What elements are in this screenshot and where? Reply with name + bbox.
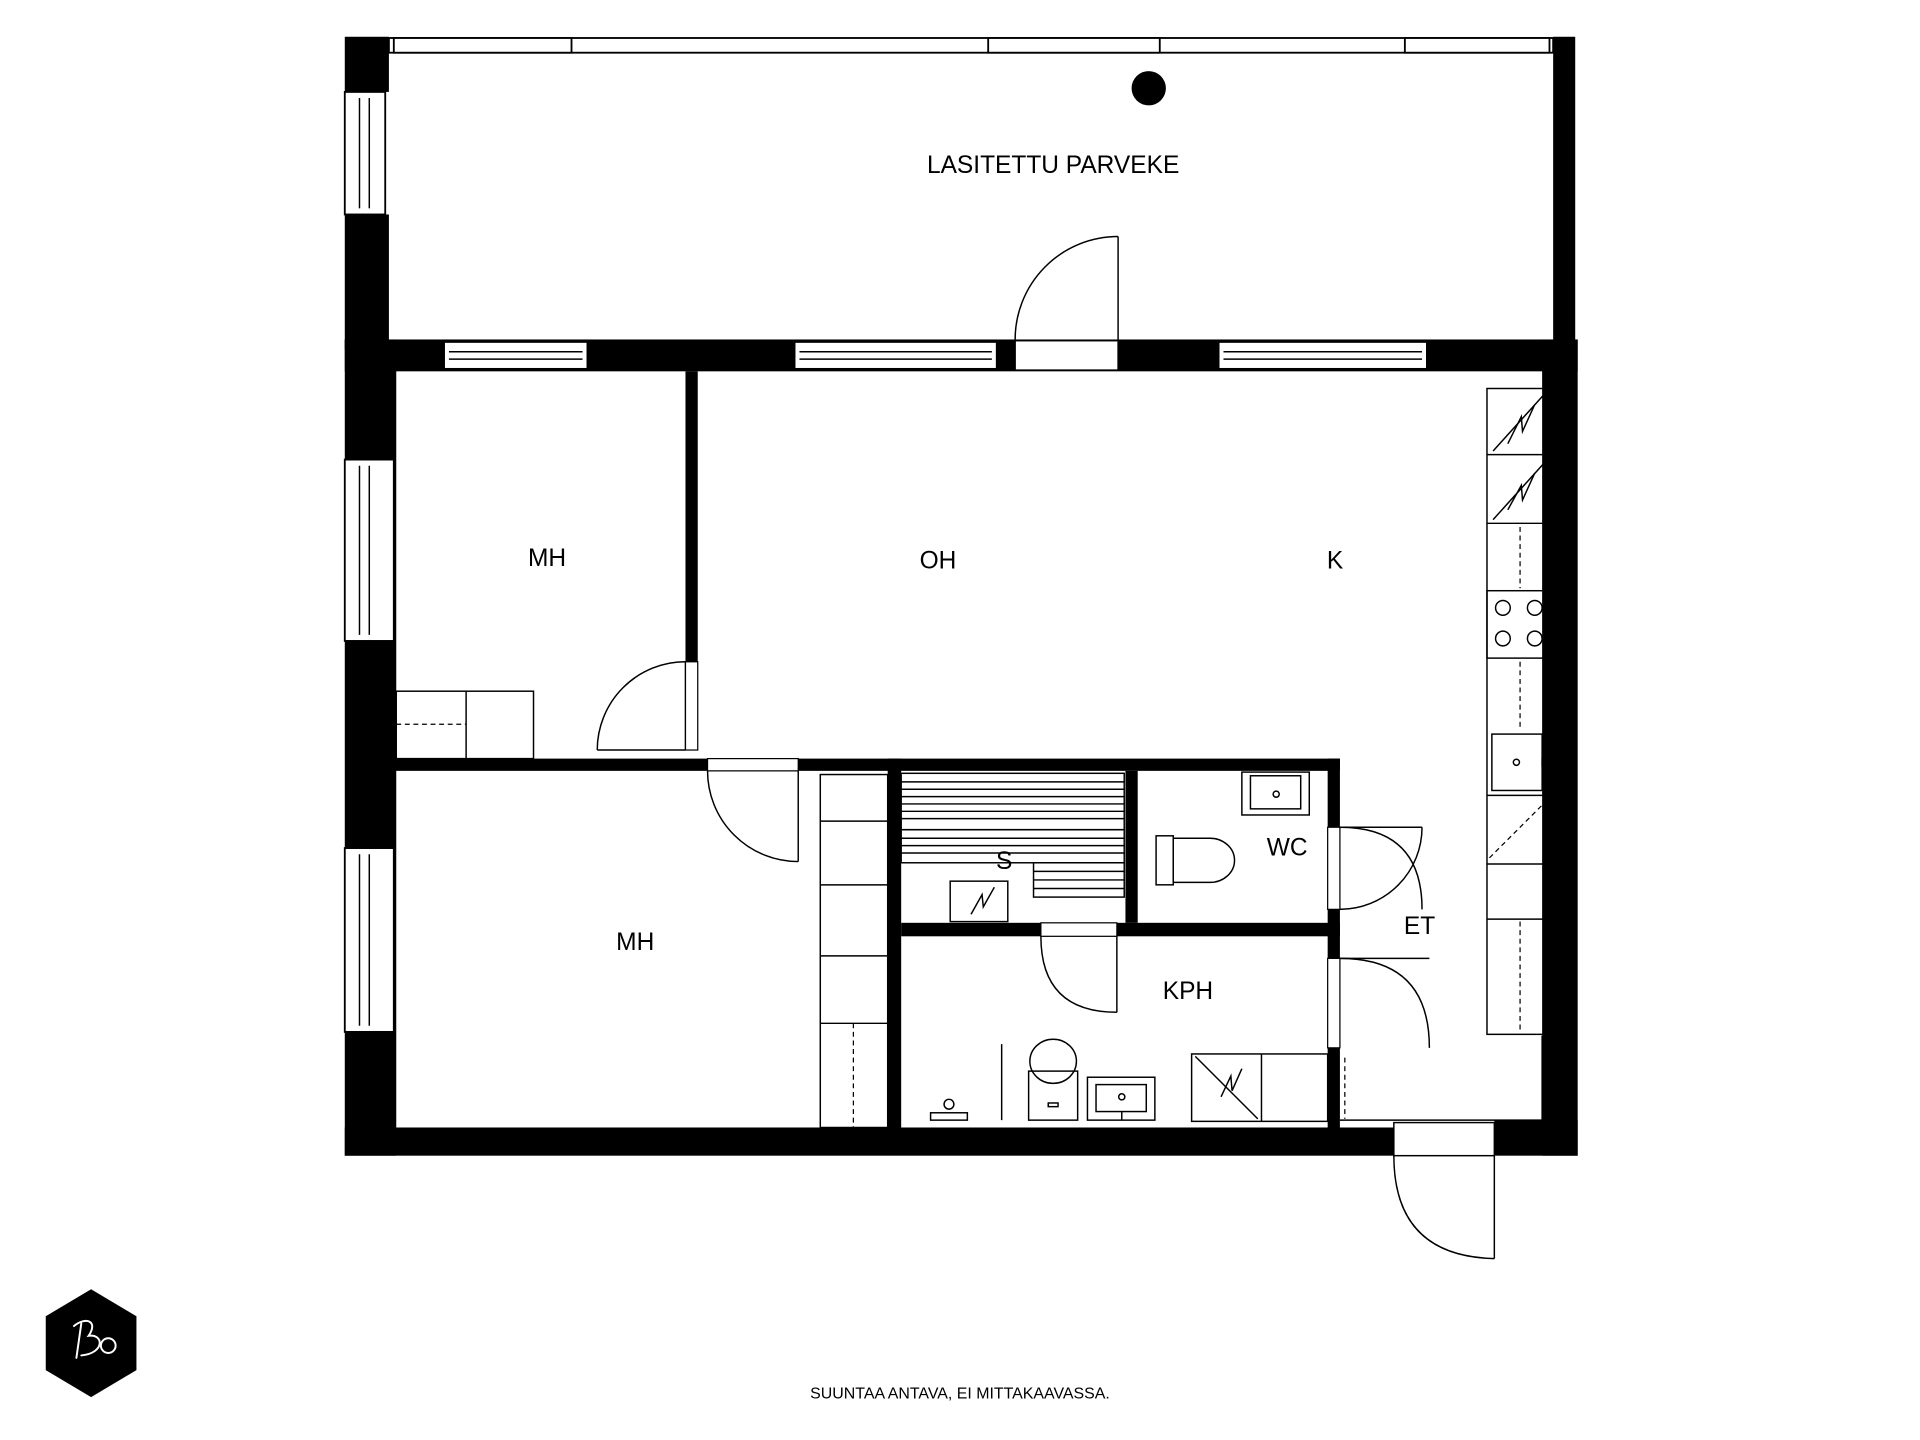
room-label-bedroom-bottom: MH bbox=[616, 929, 654, 956]
bedroom-bottom-door bbox=[706, 757, 799, 863]
bathroom-sink bbox=[1086, 1076, 1156, 1121]
bedroom-bottom-closet bbox=[819, 773, 889, 1129]
wc-door bbox=[1327, 826, 1423, 911]
wc-toilet bbox=[1155, 835, 1236, 886]
bedroom-top-door bbox=[596, 661, 699, 751]
room-label-bathroom: KPH bbox=[1163, 978, 1213, 1005]
brand-logo bbox=[45, 1289, 137, 1398]
kitchen-counter bbox=[1486, 387, 1553, 1036]
bedroom-top-closet bbox=[395, 690, 535, 760]
balcony-walls bbox=[343, 36, 1576, 350]
exterior-walls bbox=[344, 339, 1578, 1156]
balcony-column bbox=[1131, 71, 1166, 106]
shower bbox=[929, 1044, 1003, 1121]
room-label-sauna: S bbox=[996, 848, 1012, 875]
wc-sink bbox=[1241, 771, 1311, 816]
bathroom-sauna-door bbox=[1040, 922, 1118, 1014]
room-label-kitchen: K bbox=[1327, 548, 1344, 575]
sauna-benches bbox=[900, 772, 1125, 898]
room-label-toilet: WC bbox=[1267, 834, 1308, 861]
bedroom-windows bbox=[343, 458, 395, 1033]
bathroom-cabinet bbox=[1190, 1053, 1346, 1123]
room-label-living-room: OH bbox=[920, 548, 957, 575]
interior-walls bbox=[393, 371, 1340, 1130]
living-windows bbox=[443, 339, 1428, 371]
hallway-outline bbox=[1339, 1035, 1543, 1121]
bathroom-door bbox=[1327, 957, 1431, 1049]
bathroom-toilet bbox=[1027, 1038, 1079, 1121]
disclaimer-text: SUUNTAA ANTAVA, EI MITTAKAAVASSA. bbox=[810, 1385, 1110, 1402]
room-label-balcony: LASITETTU PARVEKE bbox=[927, 152, 1179, 179]
balcony-door bbox=[1014, 235, 1119, 341]
entrance-door bbox=[1393, 1121, 1496, 1260]
room-label-bedroom-top: MH bbox=[528, 545, 566, 572]
room-label-hallway: ET bbox=[1404, 913, 1435, 940]
sauna-heater bbox=[949, 880, 1009, 923]
